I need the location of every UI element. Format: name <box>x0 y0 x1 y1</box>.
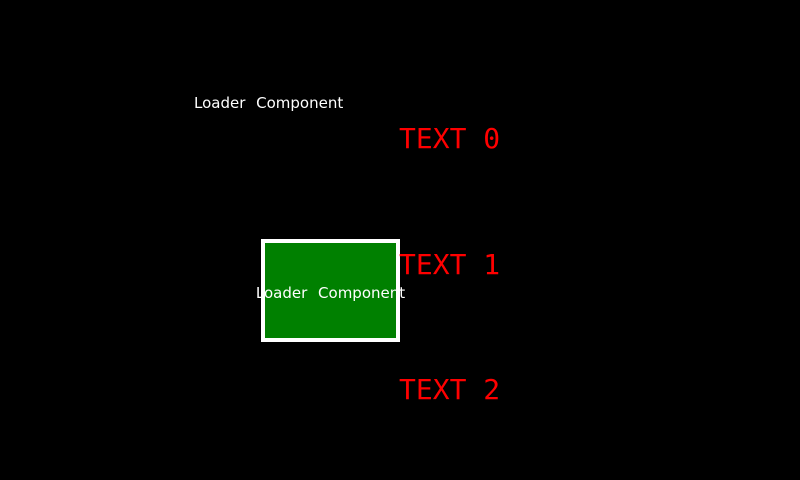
text-item-red-2: TEXT 2 <box>399 372 501 406</box>
text-item-red-0: TEXT 0 <box>399 122 501 156</box>
loader-component-label: Loader Component <box>194 94 344 112</box>
loader-component-box: Loader Component <box>256 239 405 342</box>
text-item-red-1: TEXT 1 <box>399 247 501 281</box>
loader-box-label: Loader Component <box>255 283 406 302</box>
text-list: TEXT 0 TEXT 1 TEXT 2 TEXT 3 TEXT 4 TEXT … <box>399 35 500 480</box>
